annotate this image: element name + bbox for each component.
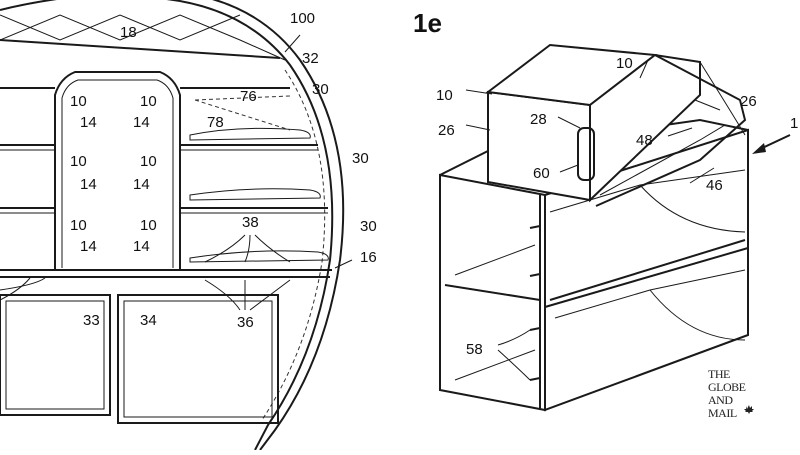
label-30-c: 30 <box>360 218 377 235</box>
watermark-logo: THE GLOBE AND MAIL <box>708 367 754 420</box>
label-10-r3: 10 <box>140 217 157 234</box>
label-78: 78 <box>207 114 224 131</box>
label-26-right: 26 <box>740 93 757 110</box>
label-10-r1: 10 <box>140 93 157 110</box>
label-10-r2: 10 <box>140 153 157 170</box>
label-30-a: 30 <box>312 81 329 98</box>
label-14-r2: 14 <box>133 176 150 193</box>
label-10-upper-right: 10 <box>616 55 633 72</box>
maple-leaf-icon <box>744 405 754 414</box>
label-28: 28 <box>530 111 547 128</box>
fuselage-cross-section <box>0 0 353 451</box>
label-1: 1 <box>790 115 798 132</box>
figure-label: 1e <box>413 8 442 38</box>
label-14-r1: 14 <box>133 114 150 131</box>
label-32: 32 <box>302 50 319 67</box>
label-36: 36 <box>237 314 254 331</box>
watermark-line-1: THE <box>708 367 730 381</box>
label-16: 16 <box>360 249 377 266</box>
label-14-l2: 14 <box>80 176 97 193</box>
label-14-l1: 14 <box>80 114 97 131</box>
label-76: 76 <box>240 88 257 105</box>
label-14-l3: 14 <box>80 238 97 255</box>
label-58: 58 <box>466 341 483 358</box>
label-10-l1: 10 <box>70 93 87 110</box>
crew-rest-module <box>439 43 791 412</box>
label-26-left: 26 <box>438 122 455 139</box>
label-34: 34 <box>140 312 157 329</box>
watermark-line-4: MAIL <box>708 406 737 420</box>
watermark-line-2: GLOBE <box>708 380 746 394</box>
label-18: 18 <box>120 24 137 41</box>
label-10-upper-left: 10 <box>436 87 453 104</box>
label-10-l3: 10 <box>70 217 87 234</box>
label-60: 60 <box>533 165 550 182</box>
label-10-l2: 10 <box>70 153 87 170</box>
label-14-r3: 14 <box>133 238 150 255</box>
label-48: 48 <box>636 132 653 149</box>
label-46: 46 <box>706 177 723 194</box>
label-38: 38 <box>242 214 259 231</box>
label-100: 100 <box>290 10 315 27</box>
label-30-b: 30 <box>352 150 369 167</box>
label-33: 33 <box>83 312 100 329</box>
watermark-line-3: AND <box>708 393 733 407</box>
